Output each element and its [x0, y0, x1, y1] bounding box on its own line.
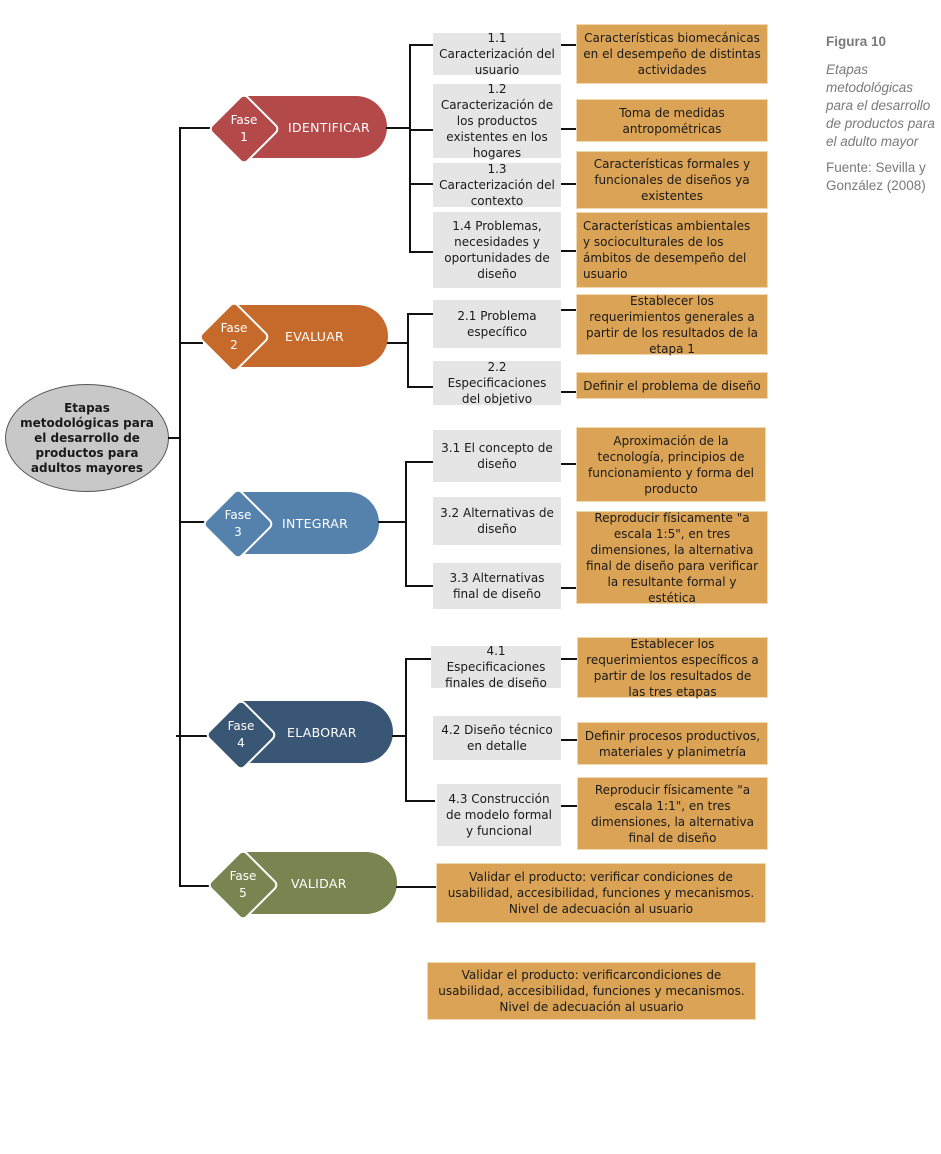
root-connector — [168, 437, 180, 439]
trunk-branch-4 — [176, 735, 210, 737]
phase-1-number: 1 — [240, 130, 248, 144]
desc-1-3: Características formales y funcionales d… — [576, 151, 768, 209]
desc-2-1: Establecer los requerimientos generales … — [576, 294, 768, 356]
step-1-2-connector — [561, 128, 577, 130]
phase-1-branch — [409, 251, 433, 253]
phase-4-branch — [405, 800, 435, 802]
figure-title: Etapas metodológicas para el desarrollo … — [826, 62, 935, 149]
phase-4-diamond: Fase 4 — [204, 698, 278, 772]
step-4-2: 4.2 Diseño técnico en detalle — [433, 716, 561, 760]
phase-4-number: 4 — [237, 736, 245, 750]
desc-4-2: Definir procesos productivos, materiales… — [577, 722, 768, 765]
phase-1-bracket — [409, 44, 411, 253]
step-4-1: 4.1 Especificaciones finales de diseño — [431, 644, 561, 690]
desc-4-3: Reproducir físicamente "a escala 1:1", e… — [577, 777, 768, 850]
phase-3-number: 3 — [234, 525, 242, 539]
phase-2-fase-label: Fase — [220, 321, 248, 335]
phase-4-branch — [405, 658, 431, 660]
figure-caption: Figura 10 Etapas metodológicas para el d… — [826, 33, 941, 195]
step-2-2-connector — [561, 391, 577, 393]
step-1-1: 1.1 Caracterización del usuario — [433, 31, 561, 77]
step-1-3: 1.3 Caracterización del contexto — [433, 162, 561, 208]
step-1-4: 1.4 Problemas, necesidades y oportunidad… — [433, 212, 561, 288]
phase-3-branch — [405, 461, 433, 463]
phase-1-branch — [409, 183, 433, 185]
phase-1-connector — [386, 127, 410, 129]
phase-4-connector — [392, 735, 406, 737]
phase-2-diamond: Fase 2 — [197, 300, 271, 374]
desc-3-2: Reproducir físicamente "a escala 1:5", e… — [576, 511, 768, 605]
phase-4-bracket — [405, 658, 407, 802]
phase-3-bracket — [405, 461, 407, 587]
phase-3-branch — [405, 585, 433, 587]
step-3-1: 3.1 El concepto de diseño — [433, 430, 561, 482]
main-trunk-line — [179, 127, 181, 887]
phase-2-number: 2 — [230, 338, 238, 352]
step-4-3: 4.3 Construcción de modelo formal y func… — [437, 784, 561, 846]
phase-2-branch — [407, 313, 433, 315]
figure-number: Figura 10 — [826, 34, 887, 49]
phase-1-diamond: Fase 1 — [207, 92, 281, 166]
trunk-branch-1 — [179, 127, 213, 129]
phase-3-name: INTEGRAR — [282, 515, 349, 531]
step-4-2-connector — [561, 739, 577, 741]
root-node: Etapas metodológicas para el desarrollo … — [5, 384, 169, 492]
phase-5-number: 5 — [239, 886, 247, 900]
phase-1-branch — [409, 44, 433, 46]
step-4-3-connector — [561, 805, 577, 807]
phase-3-diamond: Fase 3 — [201, 487, 275, 561]
desc-3-1: Aproximación de la tecnología, principio… — [576, 427, 766, 502]
step-2-1: 2.1 Problema específico — [433, 300, 561, 348]
phase-2-bracket — [407, 313, 409, 388]
phase-4-fase-label: Fase — [227, 719, 255, 733]
step-3-3: 3.3 Alternativas final de diseño — [433, 563, 561, 609]
trunk-branch-2 — [179, 342, 203, 344]
phase-1-name: IDENTIFICAR — [288, 119, 371, 135]
desc-1-4: Características ambientales y sociocultu… — [576, 212, 768, 288]
desc-4-1: Establecer los requerimientos específico… — [577, 637, 768, 699]
desc-1-1: Características biomecánicas en el desem… — [576, 24, 768, 84]
phase-2-branch — [407, 386, 433, 388]
extra-validation-box: Validar el producto: verificarcondicione… — [427, 962, 756, 1020]
figure-source: Fuente: Sevilla y González (2008) — [826, 160, 926, 193]
phase-4-name: ELABORAR — [287, 724, 357, 740]
phase-2-pill: EVALUAR — [238, 305, 388, 367]
desc-5: Validar el producto: verificar condicion… — [436, 863, 766, 923]
step-2-1-connector — [561, 309, 577, 311]
trunk-branch-5 — [179, 885, 213, 887]
step-1-1-connector — [561, 44, 577, 46]
step-3-3-connector — [561, 587, 577, 589]
step-4-1-connector — [561, 658, 577, 660]
trunk-branch-3 — [179, 521, 207, 523]
desc-2-2: Definir el problema de diseño — [576, 372, 768, 399]
phase-5-diamond: Fase 5 — [206, 848, 280, 922]
step-2-2: 2.2 Especificaciones del objetivo — [433, 360, 561, 406]
phase-2-name: EVALUAR — [285, 328, 345, 344]
phase-5-connector — [396, 886, 436, 888]
phase-3-connector — [378, 521, 406, 523]
step-1-3-connector — [561, 183, 577, 185]
phase-3-fase-label: Fase — [224, 508, 252, 522]
desc-1-2: Toma de medidas antropométricas — [576, 99, 768, 142]
root-label: Etapas metodológicas para el desarrollo … — [20, 400, 154, 475]
phase-5-name: VALIDAR — [291, 875, 347, 891]
step-3-1-connector — [561, 463, 577, 465]
phase-5-fase-label: Fase — [229, 869, 257, 883]
step-3-2: 3.2 Alternativas de diseño — [433, 497, 561, 545]
phase-1-fase-label: Fase — [230, 113, 258, 127]
phase-2-connector — [387, 342, 408, 344]
phase-1-branch — [409, 129, 433, 131]
step-1-2: 1.2 Caracterización de los productos exi… — [433, 82, 561, 160]
step-1-4-connector — [561, 250, 577, 252]
